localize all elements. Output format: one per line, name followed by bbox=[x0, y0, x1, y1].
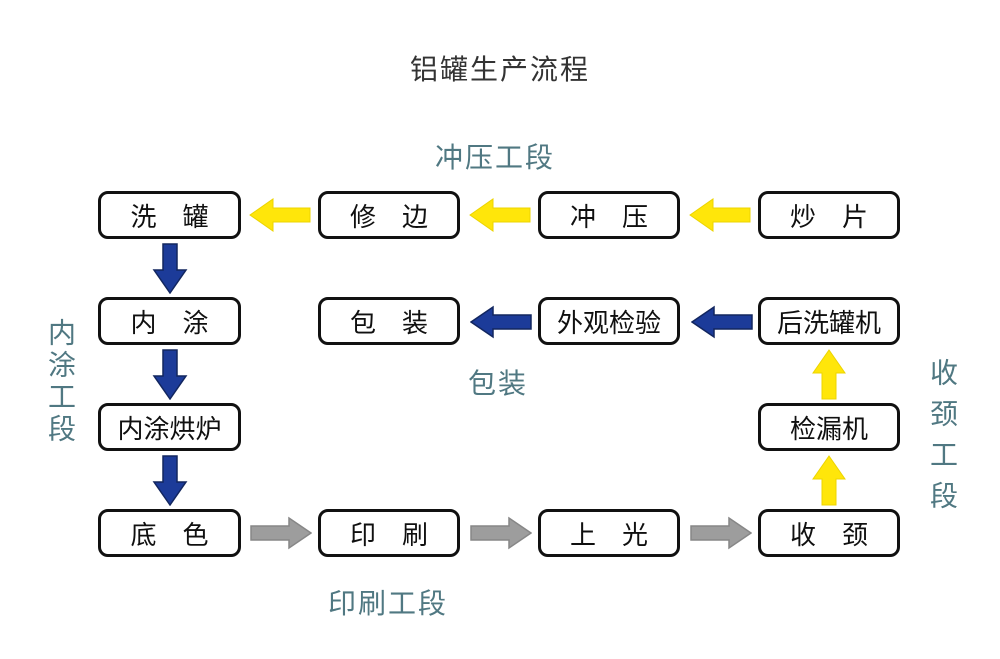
arrow-chongya-to-xiubian bbox=[469, 198, 531, 232]
arrow-neitu-to-neituhonglu bbox=[152, 349, 188, 400]
node-chaopian: 炒 片 bbox=[758, 191, 900, 239]
page-title: 铝罐生产流程 bbox=[409, 54, 590, 85]
section-label-necking: 收颈工段 bbox=[927, 358, 958, 522]
node-jianlouji: 检漏机 bbox=[758, 403, 900, 451]
node-yinshua: 印 刷 bbox=[318, 509, 460, 557]
arrow-jianlouji-to-houxiguanji bbox=[812, 349, 846, 400]
arrow-xiguan-to-neitu bbox=[152, 243, 188, 294]
arrow-yinshua-to-shangguang bbox=[470, 516, 532, 550]
node-baozhuang: 包 装 bbox=[318, 297, 460, 345]
section-label-inner-coating: 内涂工段 bbox=[45, 318, 76, 446]
arrow-houxiguanji-to-waiguanjianyan bbox=[691, 305, 753, 339]
arrow-dise-to-yinshua bbox=[250, 516, 312, 550]
arrow-xiubian-to-xiguan bbox=[249, 198, 311, 232]
node-neituhonglu: 内涂烘炉 bbox=[98, 403, 241, 451]
section-label-stamping: 冲压工段 bbox=[435, 142, 556, 173]
node-xiubian: 修 边 bbox=[318, 191, 460, 239]
node-dise: 底 色 bbox=[98, 509, 241, 557]
node-shoujing: 收 颈 bbox=[758, 509, 900, 557]
node-xiguan: 洗 罐 bbox=[98, 191, 241, 239]
node-neitu: 内 涂 bbox=[98, 297, 241, 345]
arrow-neituhonglu-to-dise bbox=[152, 455, 188, 506]
node-chongya: 冲 压 bbox=[538, 191, 680, 239]
arrow-waiguanjianyan-to-baozhuang bbox=[470, 305, 532, 339]
node-houxiguanji: 后洗罐机 bbox=[758, 297, 900, 345]
arrow-chaopian-to-chongya bbox=[689, 198, 751, 232]
node-waiguanjianyan: 外观检验 bbox=[538, 297, 680, 345]
arrow-shoujing-to-jianlouji bbox=[812, 455, 846, 506]
section-label-printing: 印刷工段 bbox=[328, 588, 449, 619]
node-shangguang: 上 光 bbox=[538, 509, 680, 557]
arrow-shangguang-to-shoujing bbox=[690, 516, 752, 550]
section-label-packaging: 包装 bbox=[468, 368, 529, 399]
